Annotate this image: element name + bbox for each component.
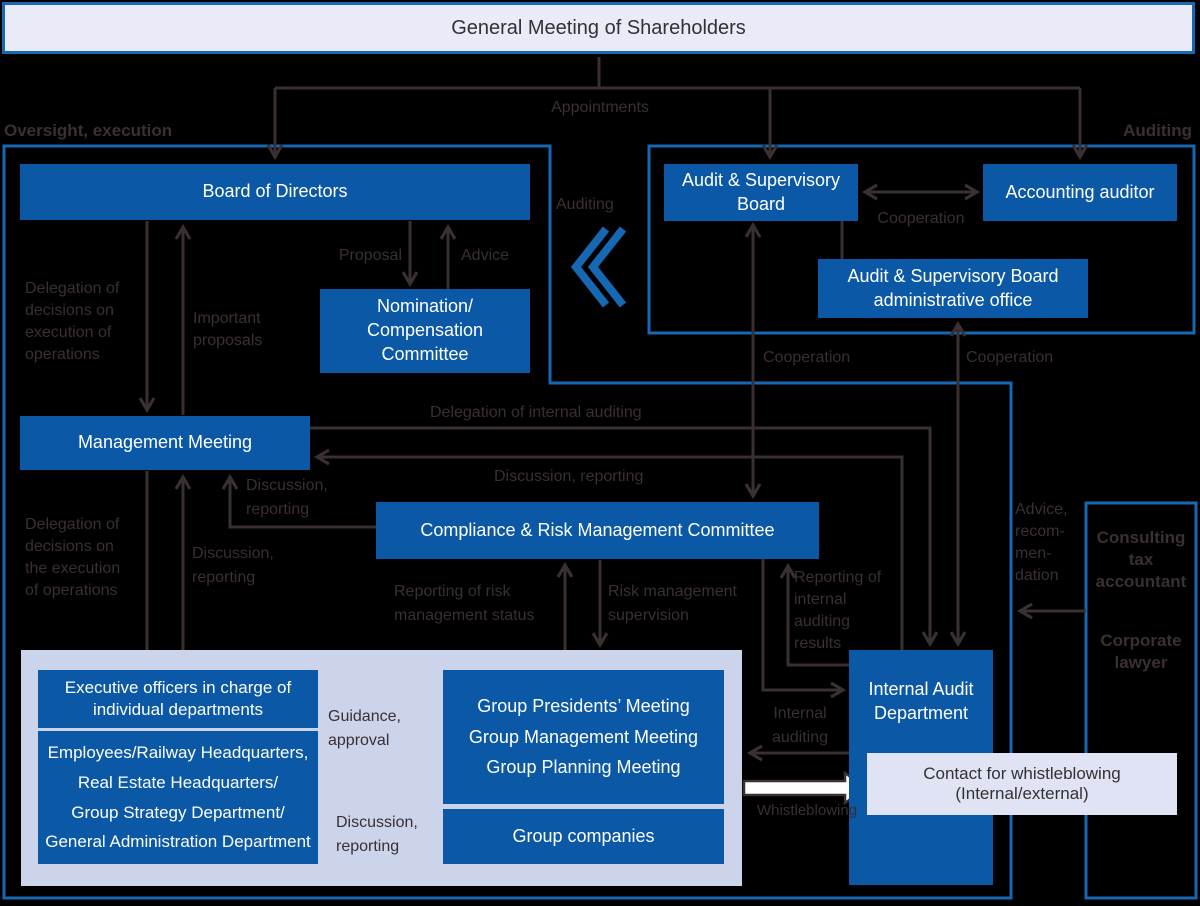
audit-supervisory-board-box: Audit & Supervisory Board [664,164,858,221]
cooperation-asb-accounting-label: Cooperation [877,210,965,227]
whistleblowing-arrow [742,770,869,806]
auditing-side-label: Auditing [556,196,614,213]
advisors-border [1084,501,1198,900]
cooperation-asb-compliance-label: Cooperation [763,349,851,366]
reporting-risk-status-label: Reporting of risk management status [394,583,535,624]
delegation-upper-label: Delegation of decisions on execution of … [25,280,120,363]
delegation-internal-auditing-label: Delegation of internal auditing [430,404,642,421]
risk-supervision-label: Risk management supervision [608,583,737,624]
accounting-auditor-box: Accounting auditor [983,164,1177,221]
oversight-execution-label: Oversight, execution [4,121,173,140]
employees-box: Employees/Railway Headquarters, Real Est… [38,731,318,864]
group-meetings-box: Group Presidents’ Meeting Group Manageme… [443,670,724,804]
management-meeting-box: Management Meeting [20,416,310,470]
proposal-label: Proposal [338,247,402,264]
compliance-committee-box: Compliance & Risk Management Committee [376,502,819,559]
discussion-reporting-ia-arrow [313,448,904,650]
appointments-label: Appointments [551,99,649,116]
general-meeting-box: General Meeting of Shareholders [2,2,1195,54]
delegation-lower-label: Delegation of decisions on the execution… [25,516,121,599]
internal-auditing-label: Internal auditing [771,705,829,746]
auditing-chevron-icon [587,226,627,308]
discussion-reporting-ia-label: Discussion, reporting [494,468,644,485]
asb-admin-office-box: Audit & Supervisory Board administrative… [818,259,1088,318]
auditing-section-label: Auditing [1123,121,1192,140]
whistleblowing-label: Whistleblowing [757,802,858,819]
exec-officers-box: Executive officers in charge of individu… [38,670,318,728]
discussion-reporting-compliance-label: Discussion, reporting [246,477,328,518]
board-of-directors-box: Board of Directors [20,164,530,220]
important-proposals-label: Important proposals [193,310,263,349]
advice-recommendation-label: Advice, recom- men- dation [1015,501,1068,584]
reporting-internal-results-arrow [779,562,849,667]
consulting-tax-accountant-label: Consulting tax accountant [1095,528,1187,591]
discussion-reporting-compliance-arrow [221,473,377,529]
cooperation-admin-ia-label: Cooperation [966,349,1054,366]
compliance-to-ia-arrow [761,559,847,699]
contact-whistleblowing-box: Contact for whistleblowing (Internal/ext… [867,753,1177,815]
reporting-internal-results-label: Reporting of internal auditing results [794,569,882,652]
discussion-reporting-group-label: Discussion, reporting [336,814,418,855]
group-companies-box: Group companies [443,809,724,864]
corporate-lawyer-label: Corporate lawyer [1100,631,1182,672]
discussion-reporting-employees-label: Discussion, reporting [192,545,274,586]
auditing-chevron-icon [570,226,610,308]
advice-label: Advice [461,247,510,264]
nomination-committee-box: Nomination/ Compensation Committee [320,289,530,373]
delegation-internal-auditing-arrow [310,426,939,648]
auditing-border [647,144,1196,335]
oversight-execution-border [2,144,1013,900]
guidance-approval-label: Guidance, approval [328,708,401,749]
appointments-line [275,57,1080,90]
internal-audit-label: Internal Audit Department [868,679,974,723]
